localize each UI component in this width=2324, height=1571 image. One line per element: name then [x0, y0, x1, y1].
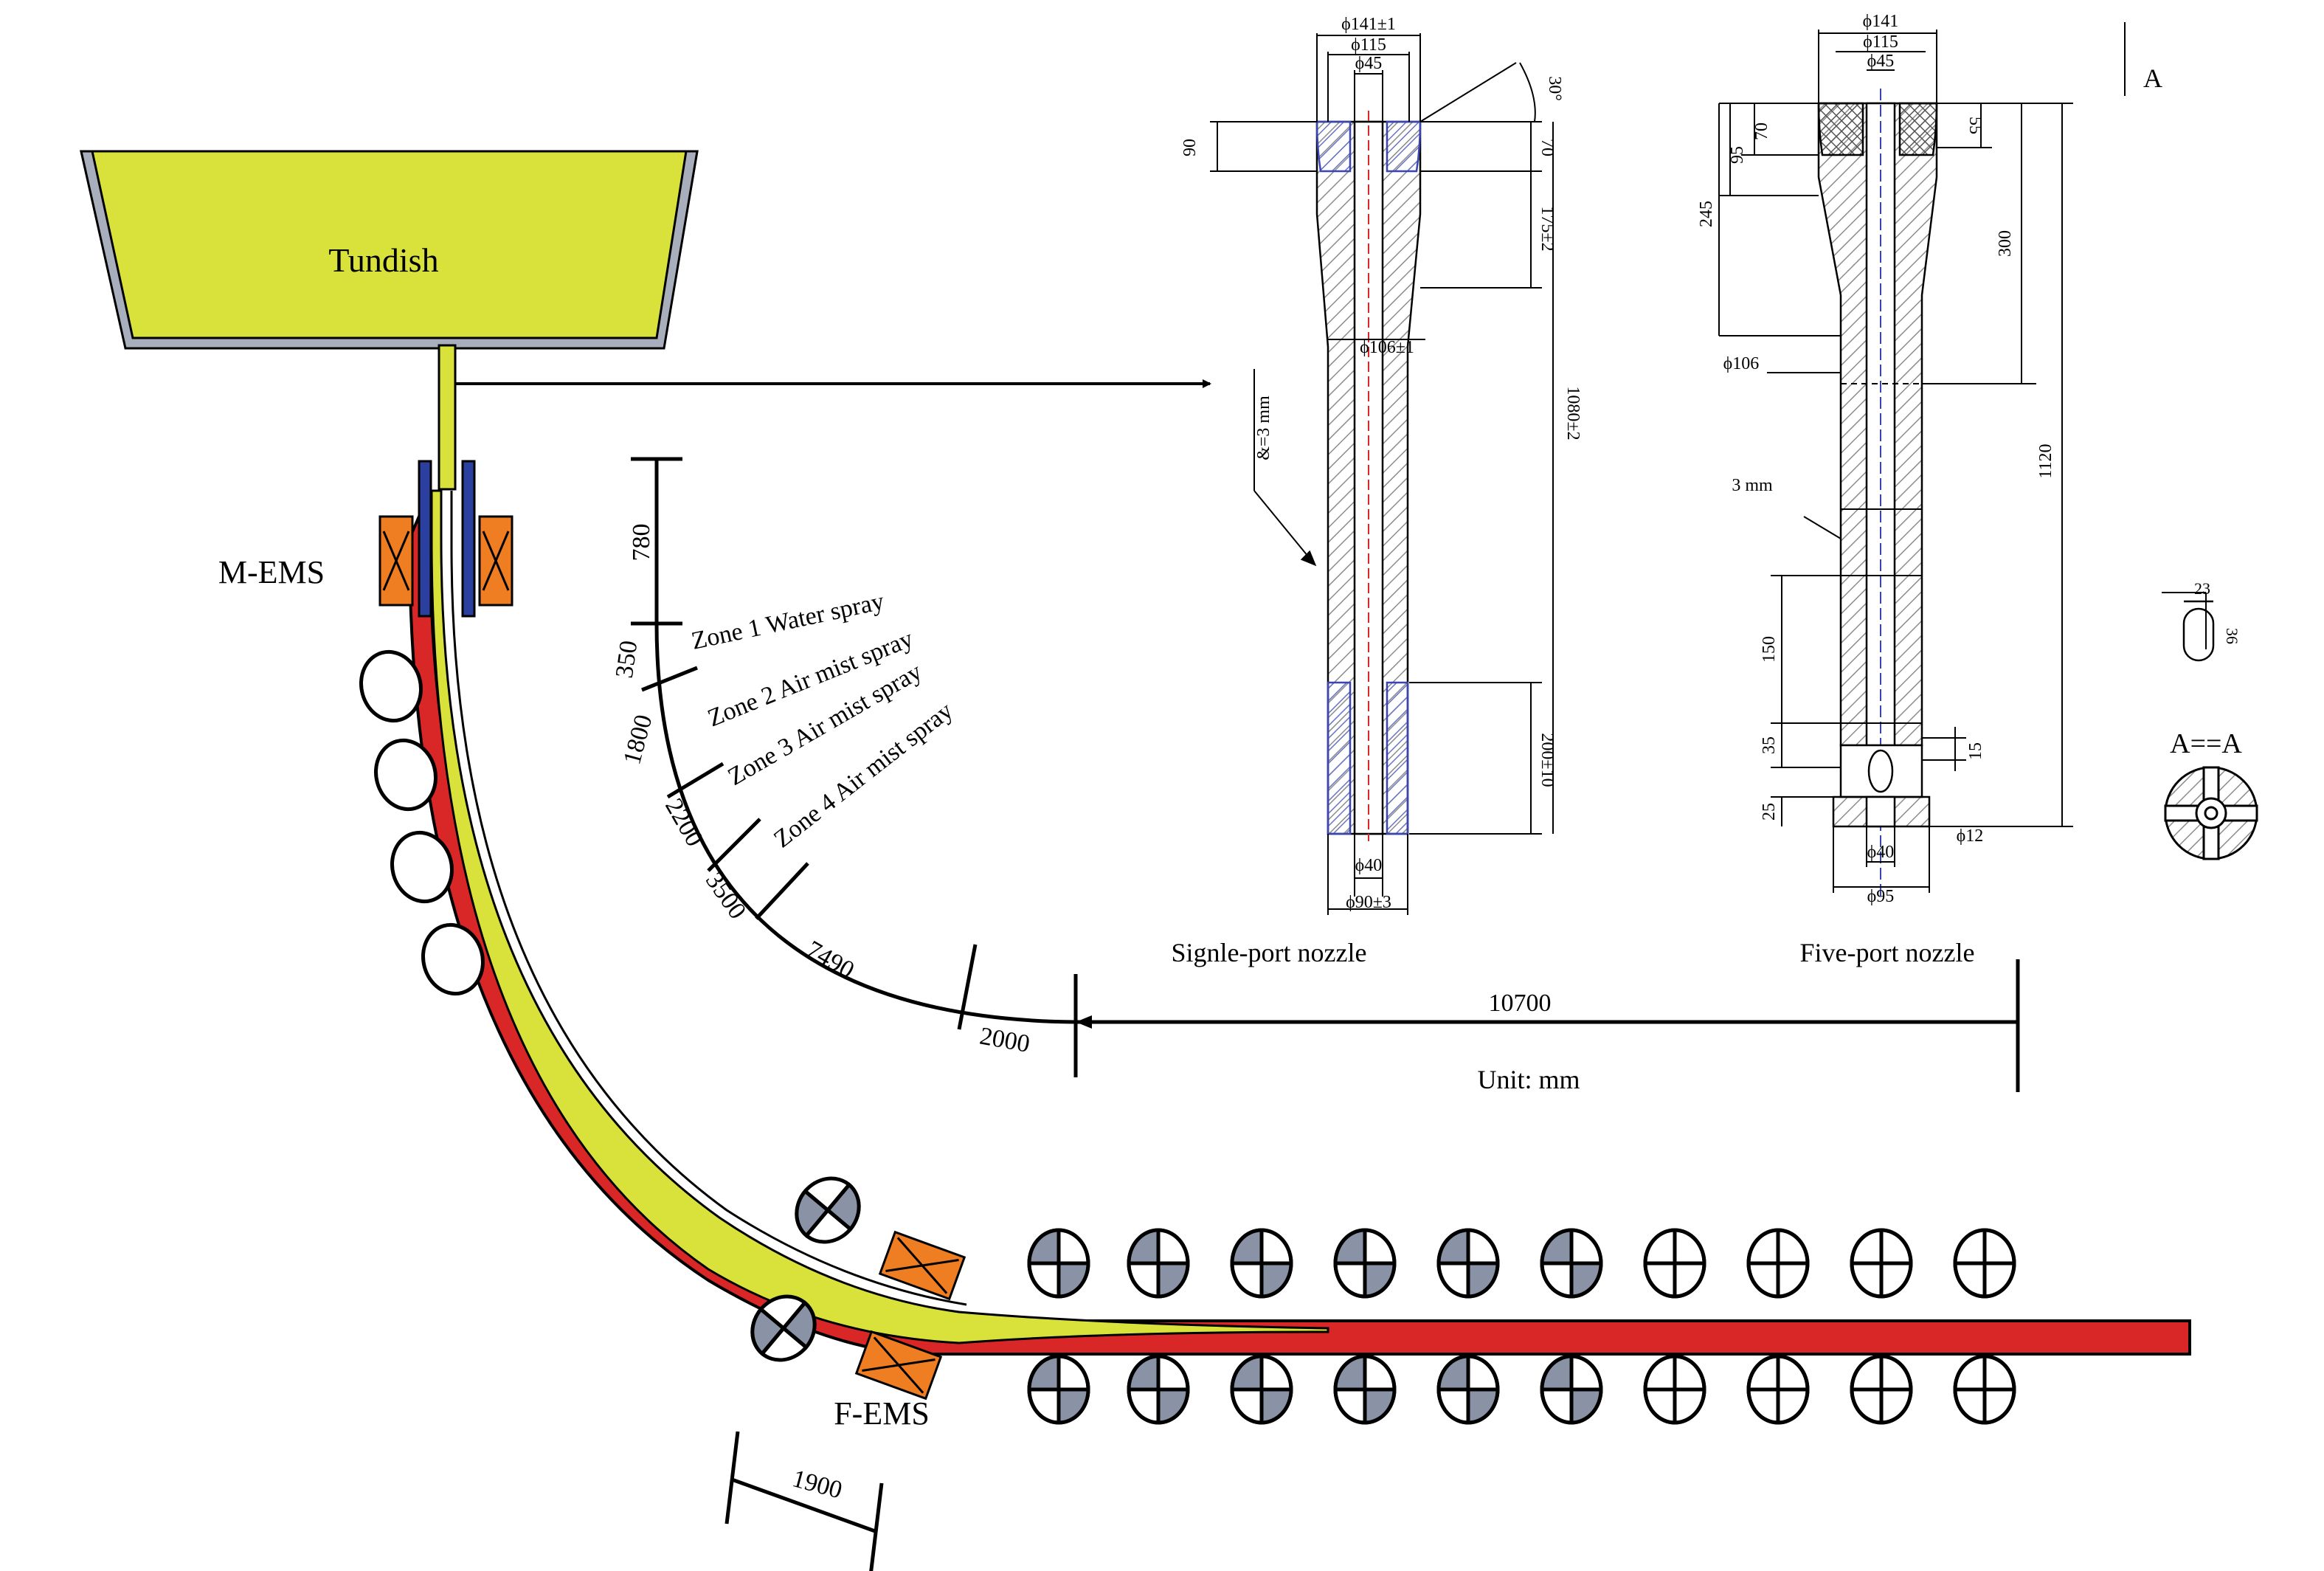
strand [407, 489, 2191, 1356]
fp-d15: 15 [1966, 742, 1985, 760]
sp-d200: 200±10 [1538, 733, 1557, 787]
roller [1643, 1228, 1706, 1299]
roller [1540, 1228, 1603, 1299]
fp-phi40: ϕ40 [1867, 843, 1895, 862]
five-port-dimension-labels: ϕ141 ϕ115 ϕ45 95 70 55 245 300 ϕ106 1120… [1697, 12, 2055, 906]
roller [1333, 1354, 1397, 1425]
roller [1746, 1354, 1810, 1425]
dim-1800: 1800 [618, 712, 657, 767]
five-port-caption: Five-port nozzle [1800, 938, 1975, 967]
sp-d90: 90 [1180, 139, 1200, 156]
dim-350: 350 [611, 639, 643, 680]
fp-d25: 25 [1760, 803, 1779, 821]
dim-780: 780 [628, 524, 655, 562]
horizontal-rollers [1027, 1228, 2016, 1425]
section-label: A==A [2170, 728, 2242, 759]
fp-phi12: ϕ12 [1957, 826, 1984, 846]
dim-1900: 1900 [789, 1465, 845, 1504]
roller [1027, 1228, 1090, 1299]
fp-phi115: ϕ115 [1863, 32, 1898, 52]
fp-d35: 35 [1760, 736, 1779, 754]
arc-dimension-labels: 780 350 1800 2200 3500 7490 2000 10700 1… [611, 524, 1552, 1505]
tundish: Tundish [80, 150, 699, 350]
zone-4-label: Zone 4 Air mist spray [769, 697, 958, 854]
roller [1953, 1228, 2016, 1299]
f-ems-coil-lower [854, 1330, 943, 1401]
single-port-caption: Signle-port nozzle [1172, 938, 1367, 967]
roller [1746, 1228, 1810, 1299]
fp-phi106: ϕ106 [1723, 354, 1760, 373]
roller [1027, 1354, 1090, 1425]
roller [1127, 1228, 1190, 1299]
sp-phi90: ϕ90±3 [1346, 893, 1391, 912]
cross-section-icon [2164, 766, 2258, 860]
m-ems-coil-right [478, 515, 513, 607]
roller [1436, 1354, 1500, 1425]
roller [1540, 1354, 1603, 1425]
fp-phi95: ϕ95 [1867, 887, 1895, 906]
spray-zone-arc [631, 457, 2020, 1571]
section-mark-a: A [2143, 63, 2162, 93]
single-port-dimension-labels: ϕ141±1 ϕ115 ϕ45 30° 90 70 175±2 1080±2 ϕ… [1180, 15, 1583, 912]
dim-7490: 7490 [802, 936, 859, 984]
roller [1850, 1228, 1913, 1299]
mold [418, 460, 476, 618]
tundish-label: Tundish [328, 241, 438, 279]
sp-thickness: &=3 mm [1254, 396, 1273, 460]
dim-3500: 3500 [700, 868, 751, 925]
sp-phi40: ϕ40 [1355, 856, 1383, 875]
m-ems-coil-left [378, 515, 414, 607]
fp-d1120: 1120 [2036, 443, 2055, 478]
sp-d1080: 1080±2 [1563, 386, 1583, 440]
fp-d95: 95 [1728, 146, 1747, 164]
fp-d300: 300 [1996, 230, 2015, 257]
five-port-nozzle-drawing [1718, 22, 2207, 900]
fp-phi45: ϕ45 [1867, 52, 1895, 71]
sp-d175: 175±2 [1538, 206, 1557, 251]
fp-thickness: 3 mm [1732, 476, 1773, 495]
roller [1850, 1354, 1913, 1425]
sp-phi141: ϕ141±1 [1341, 15, 1396, 34]
m-ems-label: M-EMS [218, 554, 325, 590]
port-slot-detail [2182, 600, 2215, 662]
sp-d70: 70 [1538, 139, 1557, 156]
unit-label: Unit: mm [1477, 1065, 1580, 1094]
dim-10700: 10700 [1489, 990, 1552, 1017]
f-ems-coil-upper [878, 1230, 966, 1301]
port-height-36: 36 [2223, 628, 2241, 644]
roller [1230, 1354, 1293, 1425]
bend-rollers [750, 1176, 861, 1362]
fp-d55: 55 [1965, 117, 1985, 134]
fp-phi141: ϕ141 [1863, 12, 1899, 31]
roller [1436, 1228, 1500, 1299]
sp-phi106: ϕ106±1 [1360, 338, 1414, 357]
roller [1230, 1228, 1293, 1299]
fp-d245: 245 [1697, 201, 1716, 227]
roller [1333, 1228, 1397, 1299]
foot-rollers [359, 649, 485, 996]
roller [1127, 1354, 1190, 1425]
zone-labels: Zone 1 Water spray Zone 2 Air mist spray… [689, 587, 958, 853]
fp-d70: 70 [1752, 122, 1771, 140]
f-ems-label: F-EMS [834, 1395, 930, 1432]
port-width-23: 23 [2194, 579, 2210, 598]
sp-phi115: ϕ115 [1351, 35, 1386, 55]
fp-d150: 150 [1760, 636, 1779, 663]
submerged-nozzle [438, 344, 1211, 491]
single-port-nozzle-drawing [1210, 33, 1554, 915]
sp-phi45: ϕ45 [1355, 54, 1383, 73]
roller [1643, 1354, 1706, 1425]
sp-angle: 30° [1545, 76, 1564, 101]
dim-2000: 2000 [978, 1023, 1031, 1058]
roller [1953, 1354, 2016, 1425]
